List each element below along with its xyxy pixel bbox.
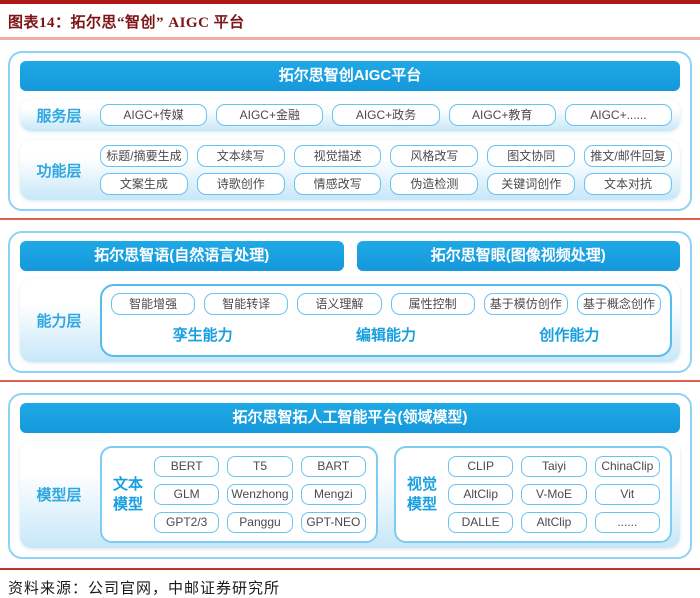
capability-group: 编辑能力 [355, 327, 416, 344]
function-item: 标题/摘要生成 [100, 145, 188, 167]
function-item: 关键词创作 [487, 173, 576, 195]
model-layer-row: 模型层 文本模型 BERT T5 BART GLM Wenzhong Mengz… [20, 441, 680, 548]
text-model-item: Panggu [227, 512, 293, 533]
visual-models-label: 视觉模型 [406, 476, 437, 513]
visual-model-item: ChinaClip [594, 456, 660, 477]
capability-groups: 孪生能力 编辑能力 创作能力 [111, 315, 661, 348]
capability-layer-row: 能力层 智能增强 智能转译 语义理解 属性控制 基于模仿创作 基于概念创作 孪生… [20, 279, 680, 362]
function-item: 文本续写 [196, 145, 285, 167]
capability-item: 基于概念创作 [576, 293, 662, 315]
capability-group: 孪生能力 [172, 327, 233, 344]
visual-model-item: CLIP [448, 456, 514, 477]
text-model-item: GPT2/3 [154, 512, 220, 533]
function-items-row-2: 文案生成 诗歌创作 情感改写 伪造检测 关键词创作 文本对抗 [100, 173, 672, 195]
function-item: 推文/邮件回复 [584, 145, 672, 167]
visual-model-item: Vit [594, 484, 660, 505]
section-separator [0, 218, 700, 220]
text-models-grid: BERT T5 BART GLM Wenzhong Mengzi GPT2/3 … [154, 456, 366, 533]
function-item: 视觉描述 [293, 145, 382, 167]
vision-header: 拓尔思智眼(图像视频处理) [356, 241, 680, 271]
function-items-row-1: 标题/摘要生成 文本续写 视觉描述 风格改写 图文协同 推文/邮件回复 [100, 145, 672, 167]
text-model-item: BART [300, 456, 366, 477]
service-item: AIGC+传媒 [100, 104, 208, 126]
text-model-item: T5 [227, 456, 293, 477]
service-layer-row: 服务层 AIGC+传媒 AIGC+金融 AIGC+政务 AIGC+教育 AIGC… [20, 99, 680, 131]
service-item: AIGC+政务 [332, 104, 440, 126]
capability-box: 智能增强 智能转译 语义理解 属性控制 基于模仿创作 基于概念创作 孪生能力 编… [100, 284, 672, 357]
capability-group: 创作能力 [539, 327, 600, 344]
model-section: 拓尔思智拓人工智能平台(领域模型) 模型层 文本模型 BERT T5 BART … [8, 393, 692, 559]
footer-rule [0, 568, 700, 570]
text-model-item: BERT [154, 456, 220, 477]
visual-model-item: AltClip [448, 484, 514, 505]
text-models-label: 文本模型 [112, 476, 143, 513]
service-layer-label: 服务层 [36, 107, 82, 125]
service-item: AIGC+教育 [448, 104, 556, 126]
function-item: 情感改写 [293, 173, 382, 195]
capability-item: 语义理解 [297, 293, 382, 315]
text-models-box: 文本模型 BERT T5 BART GLM Wenzhong Mengzi GP… [100, 446, 378, 543]
function-items: 标题/摘要生成 文本续写 视觉描述 风格改写 图文协同 推文/邮件回复 文案生成… [100, 145, 672, 195]
figure-title: 图表14：拓尔思“智创” AIGC 平台 [8, 15, 245, 31]
source-note: 资料来源：公司官网，中邮证券研究所 [8, 581, 281, 597]
capability-headers: 拓尔思智语(自然语言处理) 拓尔思智眼(图像视频处理) [20, 241, 680, 271]
function-item: 伪造检测 [390, 173, 479, 195]
function-item: 文案生成 [100, 173, 188, 195]
visual-model-item: DALLE [448, 512, 514, 533]
service-item: AIGC+...... [564, 104, 673, 126]
function-item: 图文协同 [487, 145, 576, 167]
model-layer-label: 模型层 [36, 487, 82, 504]
platform-header: 拓尔思智创AIGC平台 [20, 61, 680, 91]
function-layer-row: 功能层 标题/摘要生成 文本续写 视觉描述 风格改写 图文协同 推文/邮件回复 … [20, 140, 680, 200]
text-model-item: GLM [154, 484, 220, 505]
capability-section: 拓尔思智语(自然语言处理) 拓尔思智眼(图像视频处理) 能力层 智能增强 智能转… [8, 231, 692, 373]
model-groups: 文本模型 BERT T5 BART GLM Wenzhong Mengzi GP… [100, 446, 672, 543]
capability-item: 智能增强 [111, 293, 196, 315]
section-separator [0, 380, 700, 382]
function-layer-label: 功能层 [36, 162, 82, 180]
text-model-item: GPT-NEO [300, 512, 366, 533]
capability-items: 智能增强 智能转译 语义理解 属性控制 基于模仿创作 基于概念创作 [111, 293, 662, 315]
visual-model-item: ...... [594, 512, 660, 533]
visual-models-box: 视觉模型 CLIP Taiyi ChinaClip AltClip V-MoE … [394, 446, 672, 543]
capability-item: 基于模仿创作 [483, 293, 568, 315]
function-item: 文本对抗 [584, 173, 672, 195]
service-item: AIGC+金融 [216, 104, 324, 126]
visual-model-item: V-MoE [521, 484, 587, 505]
capability-layer-label: 能力层 [36, 313, 82, 330]
platform-section: 拓尔思智创AIGC平台 服务层 AIGC+传媒 AIGC+金融 AIGC+政务 … [8, 51, 692, 211]
capability-item: 智能转译 [204, 293, 289, 315]
function-item: 风格改写 [390, 145, 479, 167]
service-items: AIGC+传媒 AIGC+金融 AIGC+政务 AIGC+教育 AIGC+...… [100, 104, 673, 126]
capability-item: 属性控制 [390, 293, 475, 315]
title-underline [0, 37, 700, 40]
top-rule [0, 0, 700, 4]
visual-model-item: AltClip [521, 512, 587, 533]
visual-model-item: Taiyi [521, 456, 587, 477]
nlp-header: 拓尔思智语(自然语言处理) [20, 241, 344, 271]
text-model-item: Wenzhong [227, 484, 293, 505]
function-item: 诗歌创作 [196, 173, 285, 195]
text-model-item: Mengzi [300, 484, 366, 505]
visual-models-grid: CLIP Taiyi ChinaClip AltClip V-MoE Vit D… [448, 456, 660, 533]
model-platform-header: 拓尔思智拓人工智能平台(领域模型) [20, 403, 680, 433]
